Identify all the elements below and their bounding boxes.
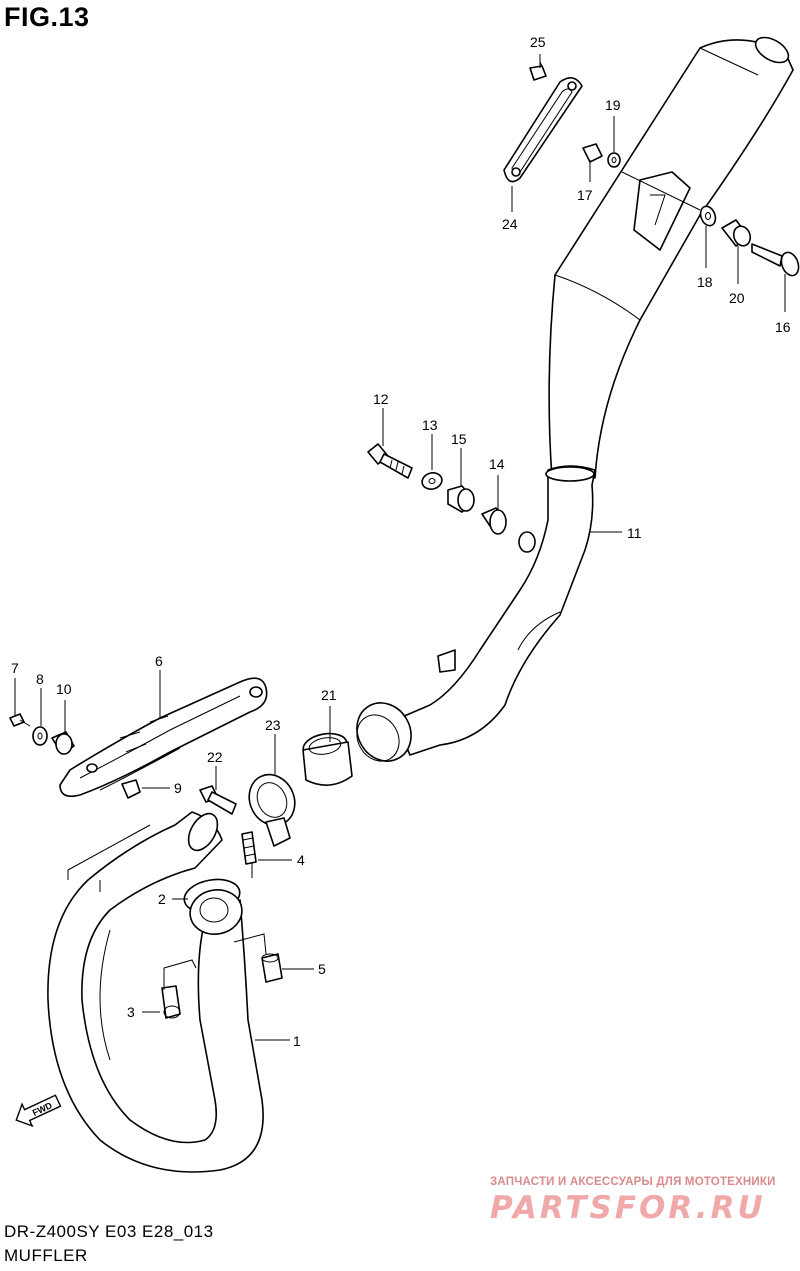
nut-5 [261,953,283,983]
callout-19: 19 [605,97,621,113]
bolt-16 [751,243,800,277]
bolt-22 [199,785,237,815]
gasket-21 [302,732,353,786]
callout-3: 3 [127,1004,135,1020]
leader-lines [14,54,786,1041]
bolt-7 [9,713,31,727]
washer-13 [421,472,443,490]
bushing-15 [447,485,475,513]
callout-8: 8 [36,671,44,687]
callout-11: 11 [627,525,642,541]
callout-4: 4 [297,852,305,868]
gasket-2 [183,878,243,935]
stud-3 [161,985,181,1019]
callout-24: 24 [502,216,518,232]
clamp-23 [248,773,296,847]
fwd-arrow-icon: FWD [15,1094,62,1128]
callout-17: 17 [577,187,593,203]
callout-2: 2 [158,891,166,907]
callout-labels: 25 19 17 24 18 20 16 12 13 15 14 11 6 7 … [11,34,791,1049]
stud-4 [241,831,257,865]
watermark-tagline: ЗАПЧАСТИ И АКСЕССУАРЫ ДЛЯ МОТОТЕХНИКИ [490,1176,776,1188]
callout-14: 14 [489,456,505,472]
callout-15: 15 [451,431,467,447]
collar-14 [481,507,507,535]
section-subtitle: MUFFLER [4,1246,88,1265]
callout-9: 9 [174,780,182,796]
collar-10 [51,731,75,755]
bolt-25 [529,61,547,81]
bolt-12 [367,443,413,479]
washer-8 [32,726,48,746]
callout-20: 20 [729,290,745,306]
model-code: DR-Z400SY E03 E28_013 [4,1222,214,1241]
nut-17 [582,143,603,163]
figure-title: FIG.13 [4,2,90,32]
washer-18 [699,205,717,227]
callout-1: 1 [293,1033,301,1049]
callout-12: 12 [373,391,389,407]
washer-19 [607,152,621,168]
bushing-20 [721,219,752,247]
callout-10: 10 [56,681,72,697]
callout-21: 21 [321,687,337,703]
bracket-strap-24 [503,77,583,183]
bolt-9 [121,779,141,799]
callout-16: 16 [775,319,791,335]
heat-protector-6 [59,677,268,798]
watermark-brand: PARTSFOR.RU [490,1190,766,1226]
callout-18: 18 [697,274,713,290]
callout-22: 22 [207,749,223,765]
callout-6: 6 [155,653,163,669]
callout-7: 7 [11,660,19,676]
callout-23: 23 [265,717,281,733]
callout-25: 25 [530,34,546,50]
callout-13: 13 [422,417,438,433]
muffler-body [356,36,794,762]
callout-5: 5 [318,961,326,977]
